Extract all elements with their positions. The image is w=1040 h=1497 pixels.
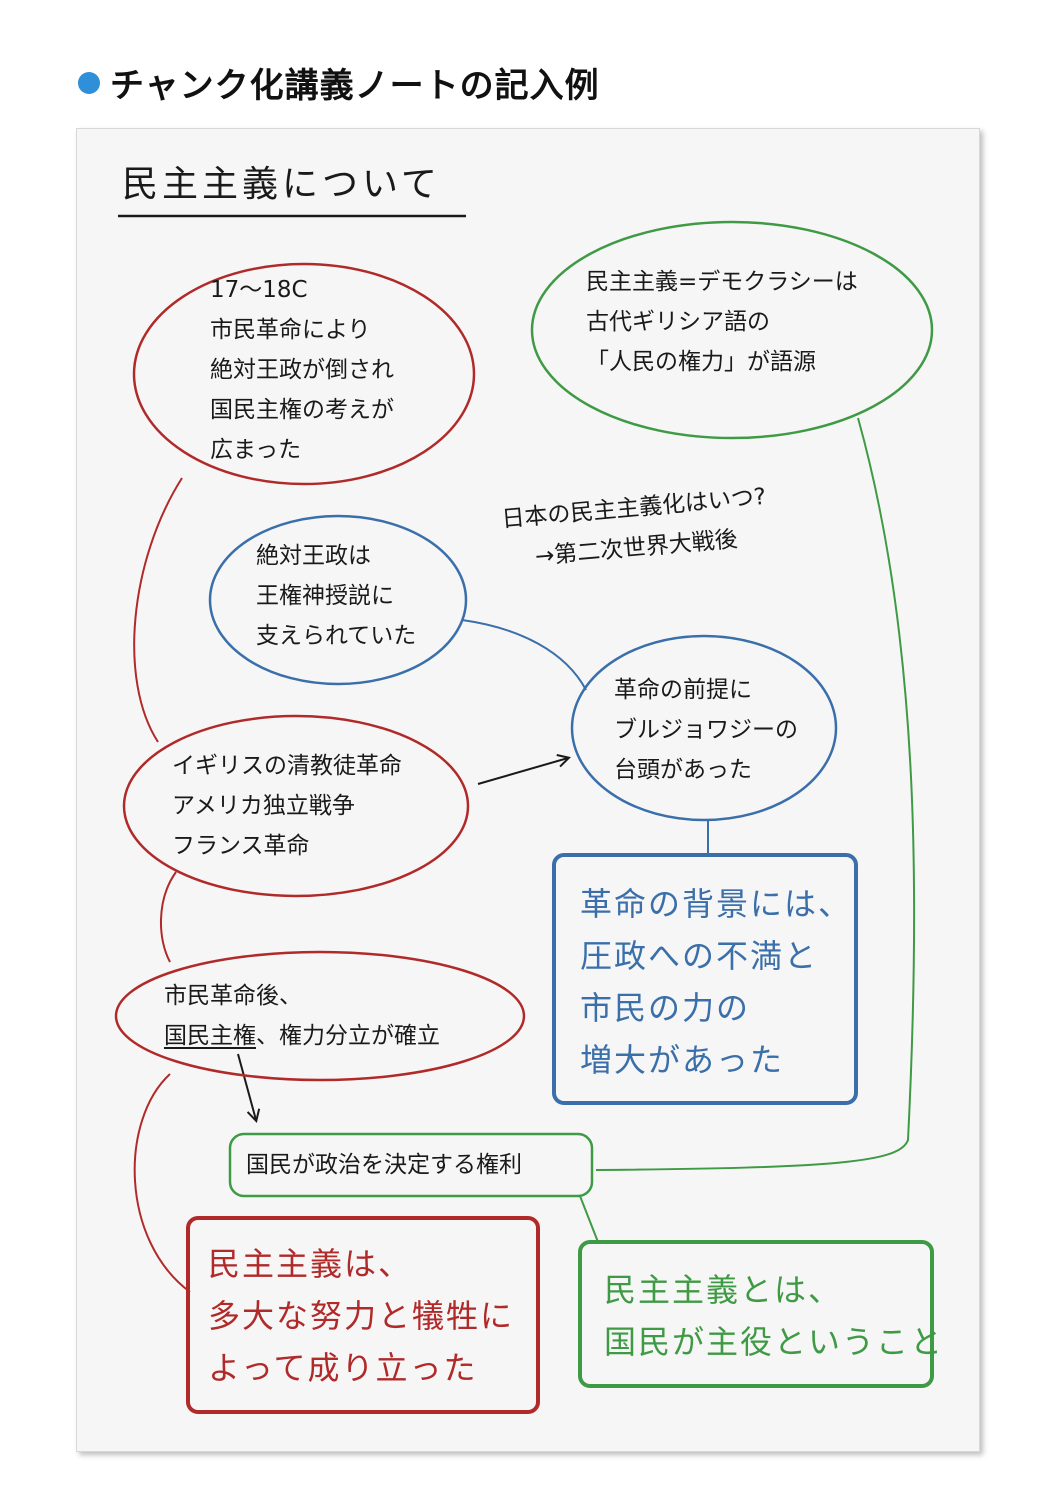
revolutions-line: アメリカ独立戦争	[172, 793, 355, 819]
divine-right-line: 絶対王政は	[256, 543, 371, 569]
right-box	[228, 1132, 594, 1198]
after-line-1: 市民革命後、	[164, 983, 302, 1009]
background-line: 増大があった	[580, 1041, 785, 1079]
divine-right-bubble	[208, 514, 468, 686]
connector-etymology-right	[595, 417, 916, 1171]
history-line: 17〜18C	[210, 277, 308, 303]
arrow-revolutions-bourgeoisie	[477, 758, 568, 785]
bourgeoisie-line: 台頭があった	[614, 757, 752, 783]
background-line: 圧政への不満と	[580, 937, 819, 975]
revolutions-text: イギリスの清教徒革命 アメリカ独立戦争 フランス革命	[172, 746, 402, 866]
etymology-text: 民主主義=デモクラシーは 古代ギリシア語の 「人民の権力」が語源	[586, 262, 858, 382]
background-box	[552, 853, 858, 1105]
divine-right-line: 王権神授説に	[256, 583, 394, 609]
after-underlined-term: 国民主権	[164, 1023, 256, 1049]
after-line-2-rest: 、権力分立が確立	[256, 1023, 440, 1049]
history-line: 絶対王政が倒され	[210, 357, 394, 383]
history-bubble	[132, 262, 476, 486]
arrow-sovereignty-right	[237, 1053, 256, 1120]
connector-after-sacrifice	[133, 1073, 191, 1293]
bourgeoisie-text: 革命の前提に ブルジョワジーの 台頭があった	[614, 670, 798, 790]
right-text: 国民が政治を決定する権利	[246, 1152, 522, 1178]
revolutions-line: イギリスの清教徒革命	[172, 753, 402, 779]
after-text: 市民革命後、 国民主権、権力分立が確立	[164, 976, 440, 1056]
bourgeoisie-bubble	[570, 634, 838, 822]
protagonist-text: 民主主義とは、 国民が主役ということ	[604, 1264, 944, 1368]
history-line: 市民革命により	[210, 317, 371, 343]
bourgeoisie-line: ブルジョワジーの	[614, 717, 798, 743]
sacrifice-box	[186, 1216, 540, 1414]
etymology-line: 民主主義=デモクラシーは	[586, 269, 858, 295]
history-text: 17〜18C 市民革命により 絶対王政が倒され 国民主権の考えが 広まった	[210, 270, 394, 470]
etymology-line: 「人民の権力」が語源	[586, 349, 816, 375]
revolutions-line: フランス革命	[172, 833, 310, 859]
history-line: 広まった	[210, 437, 302, 463]
protagonist-line: 国民が主役ということ	[604, 1323, 945, 1361]
page-heading-text: チャンク化講義ノートの記入例	[110, 66, 600, 106]
sacrifice-line: 多大な努力と犠牲に	[208, 1297, 515, 1335]
etymology-line: 古代ギリシア語の	[586, 309, 770, 335]
protagonist-line: 民主主義とは、	[604, 1271, 843, 1309]
after-bubble	[114, 950, 526, 1082]
connector-right-protagonist	[579, 1195, 599, 1243]
note-sheet	[76, 128, 980, 1452]
bourgeoisie-line: 革命の前提に	[614, 677, 752, 703]
connector-history-revolutions	[133, 477, 183, 743]
revolutions-bubble	[122, 714, 470, 898]
sacrifice-line: よって成り立った	[208, 1349, 478, 1387]
bullet-dot-icon	[78, 71, 100, 94]
connector-divine-bourgeoisie	[461, 619, 587, 691]
background-line: 革命の背景には、	[580, 885, 853, 923]
protagonist-box	[578, 1240, 934, 1388]
sacrifice-line: 民主主義は、	[208, 1245, 413, 1283]
background-line: 市民の力の	[580, 989, 751, 1027]
history-line: 国民主権の考えが	[210, 397, 394, 423]
connector-revolutions-after	[160, 871, 177, 963]
sacrifice-text: 民主主義は、 多大な努力と犠牲に よって成り立った	[208, 1238, 514, 1394]
after-line-2: 国民主権、権力分立が確立	[164, 1016, 440, 1056]
background-text: 革命の背景には、 圧政への不満と 市民の力の 増大があった	[580, 878, 852, 1086]
divine-right-line: 支えられていた	[256, 623, 417, 649]
note-title: 民主主義について	[122, 164, 441, 205]
divine-right-text: 絶対王政は 王権神授説に 支えられていた	[256, 536, 416, 656]
page-heading: チャンク化講義ノートの記入例	[78, 58, 600, 107]
etymology-bubble	[530, 220, 934, 440]
